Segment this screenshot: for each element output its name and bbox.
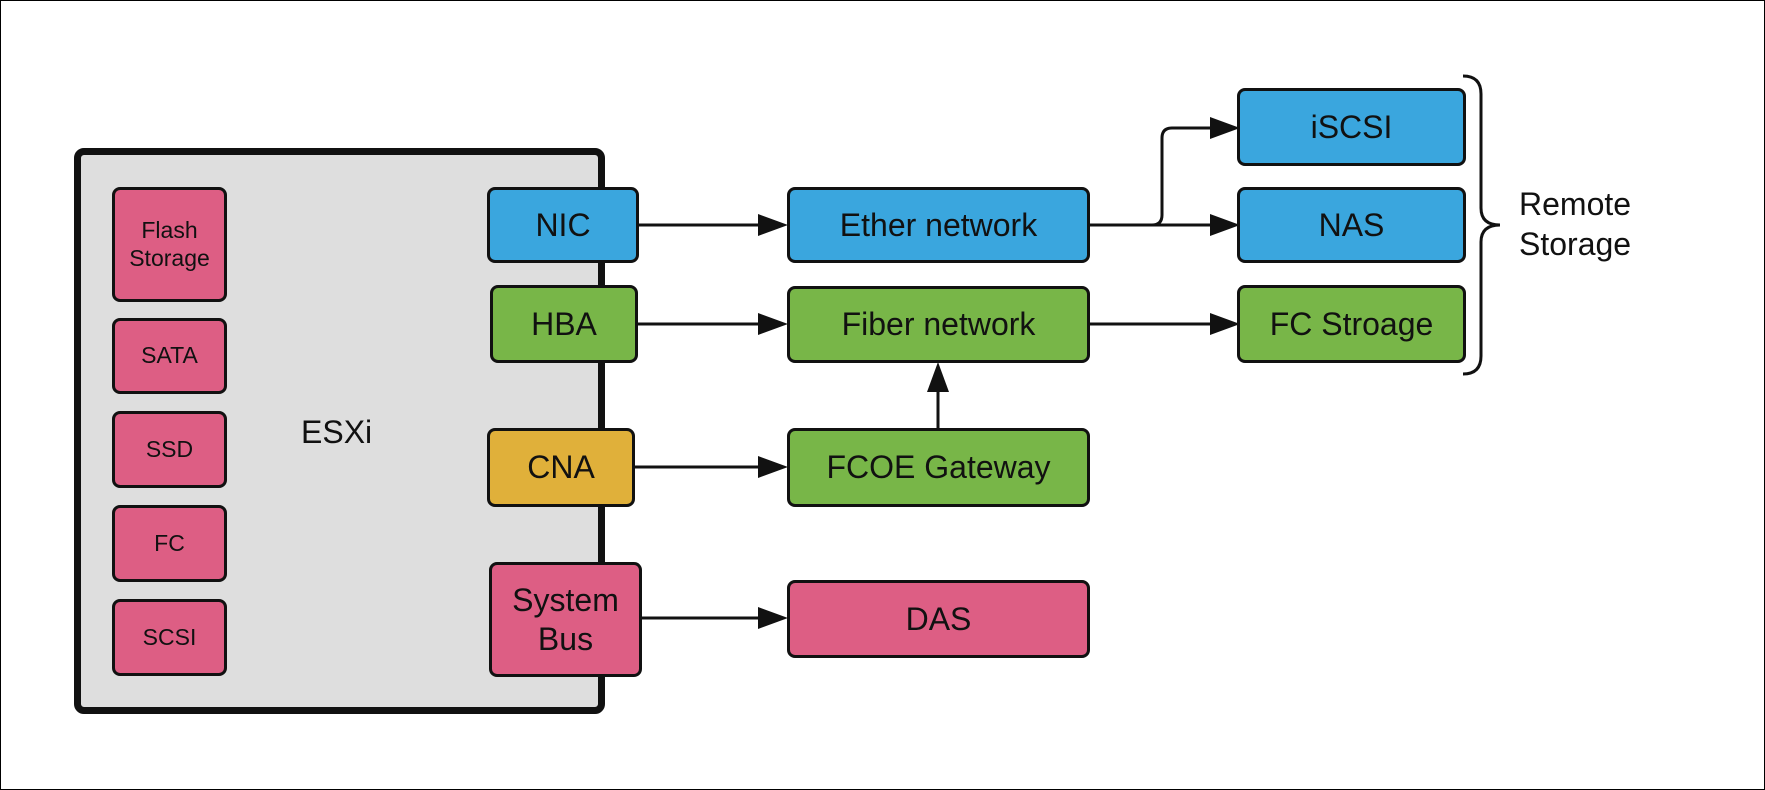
- ether-to-iscsi-arrow: [1089, 126, 1214, 227]
- remote-storage-label: Remote Storage: [1519, 186, 1632, 262]
- hba-to-fiber-arrowhead: [758, 313, 788, 335]
- remote-storage-brace: [1462, 74, 1501, 376]
- ether-to-nas-arrowhead: [1210, 214, 1240, 236]
- fiber-network-box: Fiber network: [787, 286, 1090, 363]
- cna-box: CNA: [487, 428, 635, 507]
- ssd-box: SSD: [112, 411, 227, 488]
- flash-storage-box: Flash Storage: [112, 187, 227, 302]
- bus-to-das-arrowhead: [758, 607, 788, 629]
- nic-box: NIC: [487, 187, 639, 263]
- cna-to-fcoe-arrowhead: [758, 456, 788, 478]
- hba-box: HBA: [490, 285, 638, 363]
- ether-to-iscsi-arrowhead: [1210, 117, 1240, 139]
- nas-box: NAS: [1237, 187, 1466, 263]
- fcoe-gateway-box: FCOE Gateway: [787, 428, 1090, 507]
- iscsi-box: iSCSI: [1237, 88, 1466, 166]
- system-bus-box: System Bus: [489, 562, 642, 677]
- fc-storage-box: FC Stroage: [1237, 285, 1466, 363]
- fc-box: FC: [112, 505, 227, 582]
- ether-network-box: Ether network: [787, 187, 1090, 263]
- fiber-to-fc-storage-arrowhead: [1210, 313, 1240, 335]
- esxi-label: ESXi: [301, 414, 373, 450]
- das-box: DAS: [787, 580, 1090, 658]
- nic-to-ether-arrowhead: [758, 214, 788, 236]
- sata-box: SATA: [112, 318, 227, 394]
- scsi-box: SCSI: [112, 599, 227, 676]
- fcoe-to-fiber-arrowhead: [927, 362, 949, 392]
